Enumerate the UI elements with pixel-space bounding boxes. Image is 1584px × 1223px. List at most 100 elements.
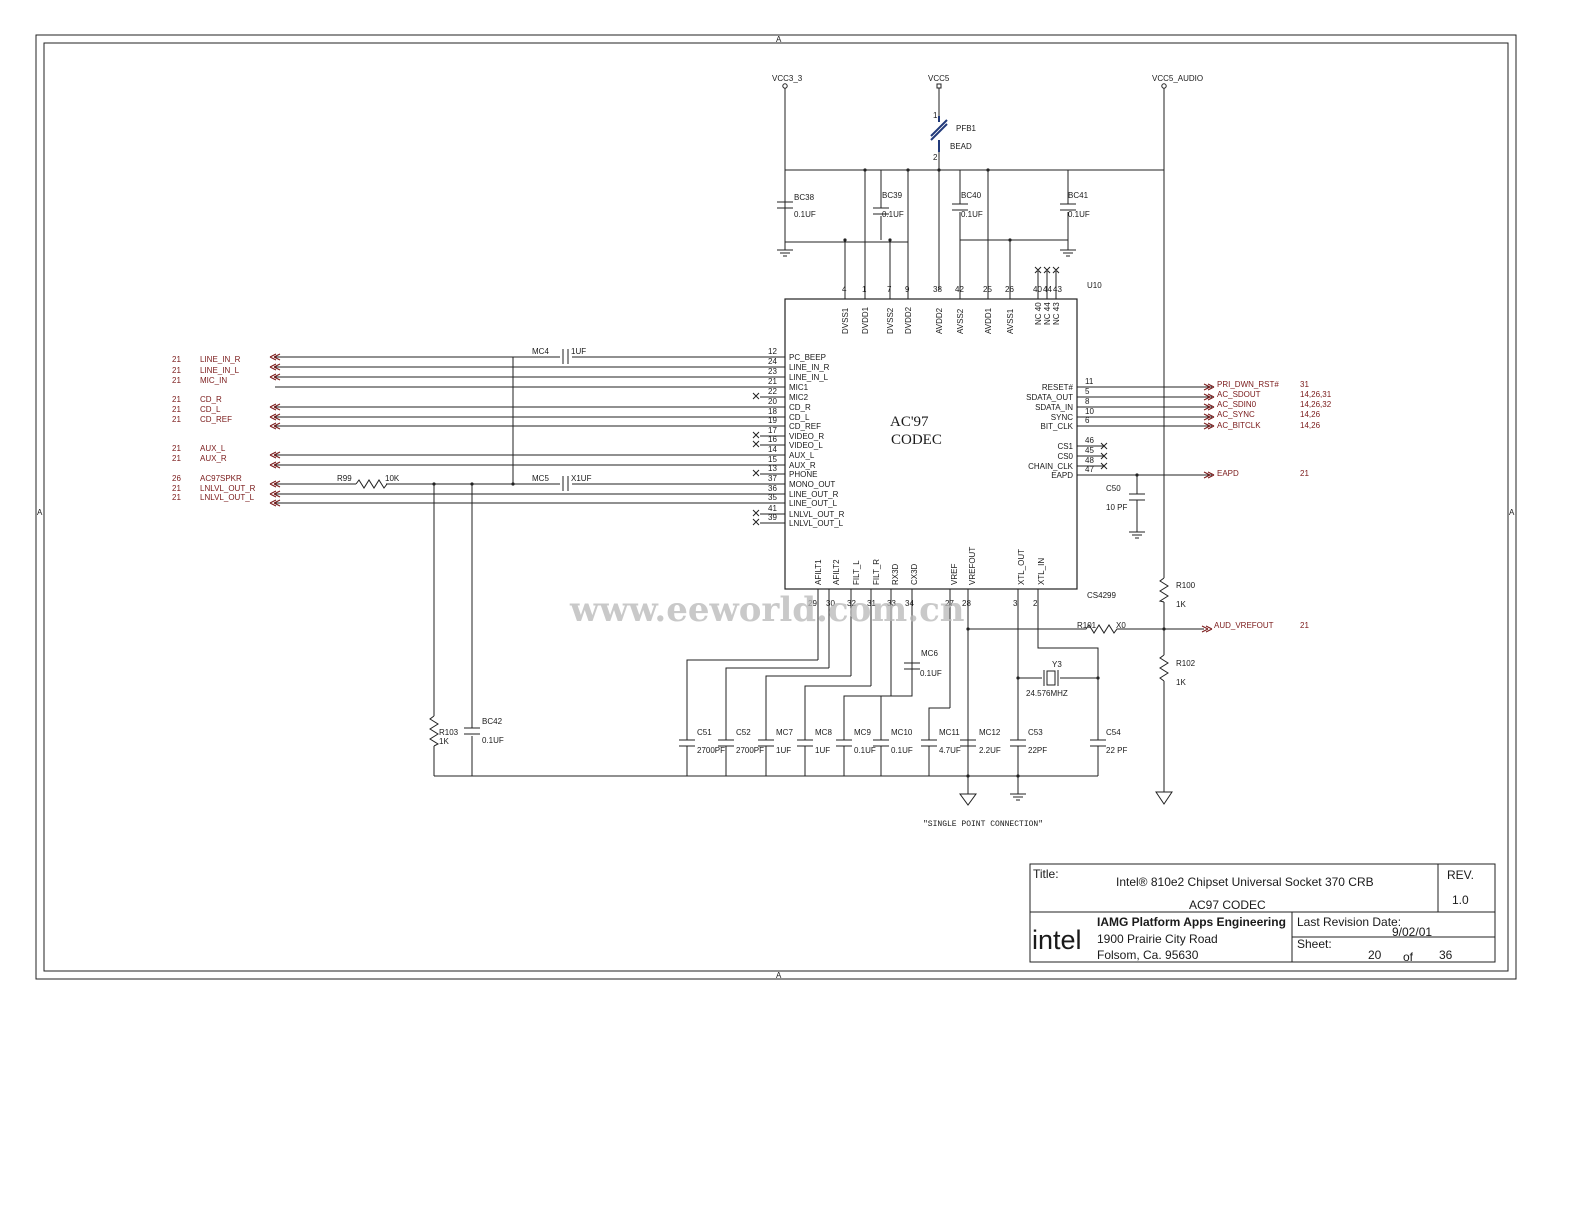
pin-name: SYNC: [1051, 413, 1073, 422]
pin-number: 4: [842, 285, 847, 294]
pin-number: 34: [905, 599, 914, 608]
pin-number: 19: [768, 416, 777, 425]
pin-number: 32: [847, 599, 856, 608]
resistor-r102: R102 1K: [1159, 654, 1196, 687]
port-sheet: 21: [172, 444, 181, 453]
ground-symbol: [777, 242, 793, 257]
cap-ref: BC42: [482, 717, 503, 726]
pin-number: 6: [1085, 416, 1090, 425]
pin-name: LINE_OUT_R: [789, 490, 839, 499]
port-name: AUX_L: [200, 444, 226, 453]
pin-name: AUX_R: [789, 461, 816, 470]
cap-value: 1UF: [776, 746, 791, 755]
cap-value: 0.1UF: [1068, 210, 1090, 219]
resistor-value: X0: [1116, 621, 1126, 630]
port-name: AC_SDIN0: [1217, 400, 1257, 409]
capacitor-c50: C50 10 PF: [1106, 475, 1145, 539]
pin-number: 28: [962, 599, 971, 608]
pin-name: EAPD: [1051, 471, 1073, 480]
bead-pin1: 1: [933, 111, 938, 120]
pin-number: 26: [1005, 285, 1014, 294]
port-name: EAPD: [1217, 469, 1239, 478]
port-name: LNLVL_OUT_L: [200, 493, 255, 502]
pin-name: CS0: [1057, 452, 1073, 461]
port-sheets: 31: [1300, 380, 1309, 389]
pin-number: 35: [768, 493, 777, 502]
no-connect-marks: [1100, 442, 1108, 470]
cap-ref: MC11: [939, 728, 960, 737]
sheet-label: Sheet:: [1297, 937, 1332, 951]
subtitle-text: AC97 CODEC: [1189, 898, 1266, 912]
cap-value: 0.1UF: [794, 210, 816, 219]
rev-label: REV.: [1447, 868, 1474, 882]
pin-name: AVSS2: [956, 308, 965, 334]
pin-name: DVDD2: [904, 306, 913, 334]
power-vcc5: VCC5: [928, 74, 950, 290]
pin-name: RX3D: [891, 563, 900, 585]
pin-name: NC 44: [1043, 302, 1052, 325]
pin-number: 7: [887, 285, 892, 294]
power-label: VCC5: [928, 74, 950, 83]
port-name: CD_R: [200, 395, 222, 404]
pin-name: RESET#: [1042, 383, 1074, 392]
cap-value: 1UF: [571, 347, 586, 356]
address-line2: Folsom, Ca. 95630: [1097, 948, 1199, 962]
ic-bottom-pins: 29 30 32 31 33 34 27 28 3 2 AFILT1 AFILT…: [808, 547, 1099, 776]
pin-name: VREFOUT: [968, 547, 977, 585]
ic-top-pins: 4 1 7 9 38 42 25 26 40 44 43 DVSS1 DVDD1…: [841, 285, 1062, 334]
cap-value: 0.1UF: [920, 669, 942, 678]
bead-pin2: 2: [933, 153, 938, 162]
resistor-r100: R100 1K: [1158, 577, 1196, 609]
port-name: AUD_VREFOUT: [1214, 621, 1274, 630]
port-sheets: 14,26: [1300, 421, 1321, 430]
port-sheets: 14,26,32: [1300, 400, 1332, 409]
ic-name-line2: CODEC: [891, 432, 942, 448]
port-name: AC_SYNC: [1217, 410, 1255, 419]
pin-name: AFILT2: [832, 559, 841, 585]
pin-number: 12: [768, 347, 777, 356]
cap-ref: MC5: [532, 474, 549, 483]
pin-number: 20: [768, 397, 777, 406]
pin-name: DVSS2: [886, 307, 895, 334]
pin-name: NC 40: [1034, 302, 1043, 325]
port-name: CD_L: [200, 405, 221, 414]
ic-right-pins: 11 5 8 10 6 46 45 48 47 RESET# SDATA_OUT…: [1026, 377, 1212, 480]
capacitor-bc41: BC41 0.1UF: [1068, 191, 1090, 219]
pin-number: 8: [1085, 397, 1090, 406]
capacitor-bc38: BC38 0.1UF: [794, 193, 816, 219]
cap-value: 0.1UF: [882, 210, 904, 219]
pin-name: LNLVL_OUT_L: [789, 519, 844, 528]
capacitor-bc39: BC39 0.1UF: [882, 191, 904, 219]
zone-marker-bottom: A: [776, 971, 782, 980]
pin-number: 36: [768, 484, 777, 493]
port-name: AC_SDOUT: [1217, 390, 1261, 399]
ground-symbol: [1060, 242, 1076, 257]
port-sheet: 21: [172, 376, 181, 385]
pin-name: CHAIN_CLK: [1028, 462, 1074, 471]
capacitor-bc42: BC42 0.1UF: [464, 717, 504, 745]
port-sheet: 26: [172, 474, 181, 483]
pin-number: 39: [768, 513, 777, 522]
port-sheets: 14,26,31: [1300, 390, 1332, 399]
ic-ref: U10: [1087, 281, 1102, 290]
cap-ref: C54: [1106, 728, 1121, 737]
port-name: AC_BITCLK: [1217, 421, 1261, 430]
pin-name: SDATA_OUT: [1026, 393, 1073, 402]
resistor-ref: R100: [1176, 581, 1196, 590]
pin-number: 37: [768, 474, 777, 483]
port-name: CD_REF: [200, 415, 232, 424]
cap-ref: BC40: [961, 191, 982, 200]
pin-number: 9: [905, 285, 910, 294]
pin-number: 22: [768, 387, 777, 396]
inner-frame: [43, 42, 1509, 972]
intel-logo: intel: [1032, 925, 1082, 955]
pin-number: 24: [768, 357, 777, 366]
bottom-cap-row: C51 2700PF C52 2700PF MC7 1UF MC8 1UF MC…: [679, 728, 1127, 776]
resistor-r101: R101 X0: [968, 621, 1164, 634]
resistor-ref: R101: [1077, 621, 1097, 630]
port-name: LINE_IN_L: [200, 366, 240, 375]
cap-value: 1UF: [815, 746, 830, 755]
pin-name: LINE_IN_R: [789, 363, 830, 372]
cap-value: 22 PF: [1106, 746, 1127, 755]
cap-value: 10 PF: [1106, 503, 1127, 512]
